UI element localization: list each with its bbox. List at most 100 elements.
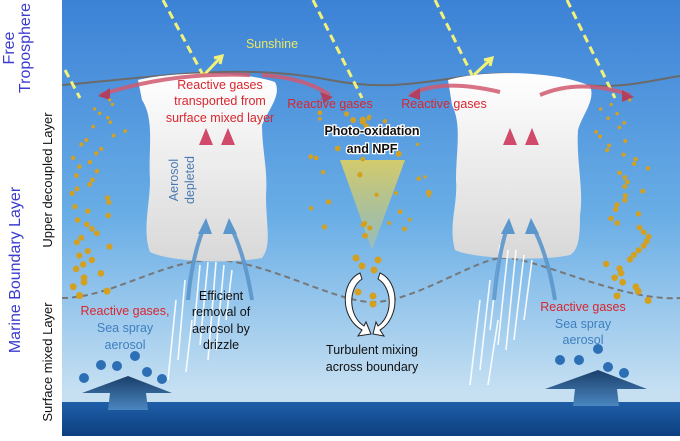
aerosol-particle bbox=[87, 182, 92, 187]
aerosol-particle bbox=[106, 199, 112, 205]
right-reactive-gases: Reactive gases bbox=[540, 300, 625, 314]
sunshine-label: Sunshine bbox=[246, 37, 298, 51]
aerosol-particle bbox=[72, 265, 80, 273]
aerosol-particle bbox=[97, 270, 105, 277]
aerosol-particle bbox=[622, 184, 628, 189]
aerosol-particle bbox=[635, 211, 642, 217]
reactive-gases-mid-left: Reactive gases bbox=[287, 97, 372, 111]
transport-label-1: Reactive gases bbox=[177, 78, 262, 92]
aerosol-particle bbox=[324, 129, 328, 133]
aerosol-particle bbox=[611, 274, 619, 281]
drizzle-streaks bbox=[167, 244, 533, 386]
aerosol-particle bbox=[407, 217, 412, 222]
aerosol-particle bbox=[321, 224, 328, 230]
aerosol-particle bbox=[90, 177, 95, 183]
aerosol-particle bbox=[123, 129, 128, 134]
drizzle-label-4: drizzle bbox=[203, 338, 239, 352]
aerosol-particle bbox=[607, 143, 612, 148]
drizzle-label-1: Efficient bbox=[199, 289, 244, 303]
aerosol-particle bbox=[73, 239, 80, 246]
aerosol-particle bbox=[425, 189, 432, 196]
sea bbox=[62, 402, 680, 436]
right-sea-spray-2: aerosol bbox=[563, 333, 604, 347]
left-sea-spray-2: aerosol bbox=[105, 338, 146, 352]
aerosol-particle bbox=[644, 296, 652, 305]
aerosol-particle bbox=[73, 173, 79, 178]
left-reactive-gases: Reactive gases, bbox=[81, 304, 170, 318]
aerosol-particle bbox=[104, 195, 111, 201]
sun-rays bbox=[63, 0, 617, 99]
aerosol-particle bbox=[617, 170, 622, 176]
aerosol-particle bbox=[360, 222, 366, 228]
aerosol-particle bbox=[357, 172, 363, 178]
aerosol-particle bbox=[92, 107, 97, 111]
aerosol-depleted-label-2: depleted bbox=[183, 156, 197, 204]
aerosol-particle bbox=[623, 139, 628, 143]
aerosol-particle bbox=[343, 111, 349, 117]
aerosol-particle bbox=[640, 188, 646, 194]
photo-oxidation-label-1: Photo-oxidation bbox=[324, 124, 419, 138]
aerosol-particle bbox=[77, 164, 82, 169]
sea-spray-droplets bbox=[79, 344, 629, 384]
sea-spray-emission-arrows bbox=[82, 370, 647, 410]
aerosol-particle bbox=[98, 111, 102, 116]
label-surface-mixed-layer: Surface mixed Layer bbox=[40, 302, 55, 422]
aerosol-particle bbox=[83, 221, 90, 228]
aerosol-particle bbox=[70, 155, 76, 160]
aerosol-particle bbox=[615, 111, 619, 116]
aerosol-particle bbox=[108, 120, 113, 125]
drizzle-label-3: aerosol by bbox=[192, 322, 250, 336]
aerosol-particle bbox=[111, 133, 116, 138]
aerosol-particle bbox=[308, 206, 314, 211]
right-sea-spray-1: Sea spray bbox=[555, 317, 612, 331]
aerosol-particle bbox=[370, 266, 378, 274]
aerosol-particle bbox=[84, 248, 91, 255]
turbulent-label-1: Turbulent mixing bbox=[326, 343, 418, 357]
aerosol-particle bbox=[415, 142, 420, 147]
aerosol-particle bbox=[622, 175, 628, 180]
aerosol-particle bbox=[79, 261, 87, 268]
turbulent-label-2: across boundary bbox=[326, 360, 419, 374]
transport-label-3: surface mixed layer bbox=[166, 111, 274, 125]
aerosol-particle bbox=[108, 98, 112, 102]
aerosol-particle bbox=[633, 157, 638, 162]
aerosol-particle bbox=[74, 186, 80, 192]
reactive-gas-arrowheads bbox=[98, 88, 634, 103]
aerosol-particle bbox=[79, 142, 84, 147]
aerosol-particle bbox=[354, 131, 360, 137]
aerosol-particle bbox=[94, 151, 99, 156]
updraft-arrows bbox=[204, 135, 534, 203]
aerosol-particle bbox=[608, 215, 614, 222]
aerosol-particle bbox=[103, 287, 111, 295]
aerosol-particle bbox=[636, 224, 643, 231]
aerosol-particle bbox=[634, 287, 642, 295]
aerosol-particle bbox=[88, 256, 96, 264]
aerosol-particle bbox=[619, 278, 627, 286]
aerosol-arrowheads bbox=[198, 218, 539, 234]
aerosol-particle bbox=[106, 243, 113, 250]
aerosol-particle bbox=[352, 254, 360, 262]
aerosol-particle bbox=[318, 117, 322, 121]
aerosol-particle bbox=[317, 110, 323, 116]
label-upper-decoupled-layer: Upper decoupled Layer bbox=[40, 112, 55, 248]
aerosol-particles bbox=[69, 98, 652, 308]
aerosol-particle bbox=[366, 116, 371, 121]
aerosol-particle bbox=[394, 191, 399, 196]
aerosol-particle bbox=[93, 230, 100, 237]
aerosol-particle bbox=[613, 292, 621, 300]
aerosol-particle bbox=[374, 256, 382, 264]
aerosol-particle bbox=[382, 119, 388, 124]
aerosol-particle bbox=[602, 260, 610, 268]
npf-funnel-arrow bbox=[340, 160, 405, 250]
aerosol-particle bbox=[598, 134, 603, 139]
aerosol-particle bbox=[626, 256, 634, 263]
aerosol-particle bbox=[374, 192, 379, 197]
aerosol-particle bbox=[645, 166, 651, 171]
aerosol-particle bbox=[640, 229, 647, 235]
aerosol-particle bbox=[105, 116, 110, 120]
aerosol-particle bbox=[320, 169, 326, 175]
aerosol-particle bbox=[622, 193, 628, 199]
aerosol-particle bbox=[645, 233, 652, 240]
transport-label-2: transported from bbox=[174, 94, 266, 108]
label-troposphere: Troposphere bbox=[17, 3, 34, 93]
